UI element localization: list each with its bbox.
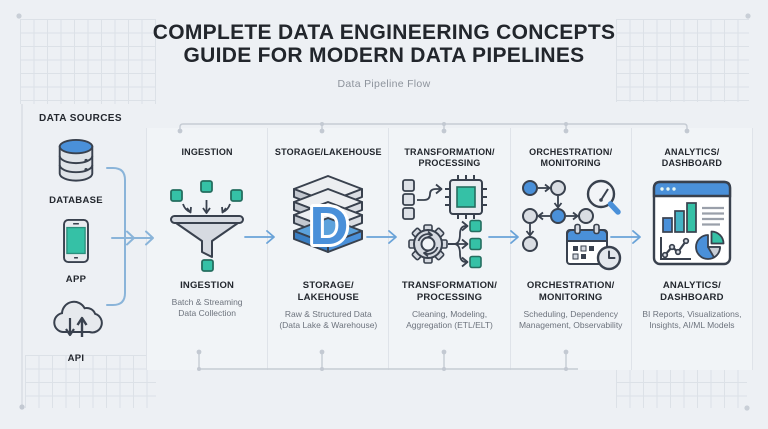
- dashboard-analytics-icon: [632, 173, 752, 275]
- pipeline-stages-row: INGESTION INGESTION Batch & S: [146, 128, 753, 370]
- delta-lake-storage-icon: D: [268, 173, 388, 275]
- stage-column-orchestration-monitoring: ORCHESTRATION/ MONITORING: [510, 128, 632, 370]
- page-title: COMPLETE DATA ENGINEERING CONCEPTS GUIDE…: [152, 21, 616, 67]
- stage-column-analytics-dashboard: ANALYTICS/ DASHBOARD: [631, 128, 753, 370]
- stage-description: Raw & Structured Data (Data Lake & Wareh…: [279, 308, 378, 331]
- stage-bottom-label: ORCHESTRATION/ MONITORING: [526, 280, 615, 303]
- source-label-app: APP: [65, 274, 87, 285]
- gear-chip-processing-icon: [389, 173, 509, 275]
- stage-top-label: TRANSFORMATION/ PROCESSING: [404, 147, 495, 169]
- source-item-app: APP: [22, 218, 130, 285]
- mobile-app-icon: [61, 218, 91, 269]
- dag-calendar-monitoring-icon: [511, 173, 631, 275]
- page-subtitle: Data Pipeline Flow: [337, 78, 431, 90]
- source-label-api: API: [67, 353, 85, 364]
- stage-bottom-label: STORAGE/ LAKEHOUSE: [297, 280, 360, 303]
- stage-top-label: ANALYTICS/ DASHBOARD: [661, 147, 723, 169]
- stage-column-ingestion: INGESTION INGESTION Batch & S: [147, 128, 269, 370]
- stage-description: Scheduling, Dependency Management, Obser…: [518, 308, 623, 331]
- stage-description: BI Reports, Visualizations, Insights, AI…: [642, 308, 742, 331]
- stage-description: Cleaning, Modeling, Aggregation (ETL/ELT…: [406, 308, 493, 331]
- source-label-database: DATABASE: [49, 195, 103, 206]
- grid-decoration-top-right: [616, 19, 749, 102]
- stage-column-storage-lakehouse: STORAGE/LAKEHOUSE: [268, 128, 390, 370]
- funnel-ingestion-icon: [147, 173, 267, 275]
- stage-top-label: STORAGE/LAKEHOUSE: [274, 147, 382, 157]
- stage-column-transformation-processing: TRANSFORMATION/ PROCESSING: [389, 128, 511, 370]
- database-icon: [53, 137, 99, 190]
- stage-description: Batch & Streaming Data Collection: [171, 296, 243, 319]
- stage-top-label: INGESTION: [181, 147, 233, 157]
- stage-bottom-label: INGESTION: [180, 280, 235, 291]
- data-sources-label: DATA SOURCES: [39, 113, 122, 124]
- svg-text:D: D: [310, 196, 349, 256]
- source-item-database: DATABASE: [22, 137, 130, 206]
- data-sources-section: DATA SOURCES DATABASE: [22, 113, 130, 364]
- grid-decoration-top-left: [20, 19, 156, 104]
- cloud-api-icon: [49, 297, 103, 348]
- stage-bottom-label: TRANSFORMATION/ PROCESSING: [401, 280, 498, 303]
- grid-decoration-bottom-left: [25, 355, 156, 408]
- source-item-api: API: [22, 297, 130, 364]
- stage-bottom-label: ANALYTICS/ DASHBOARD: [660, 280, 724, 303]
- stage-top-label: ORCHESTRATION/ MONITORING: [529, 147, 613, 169]
